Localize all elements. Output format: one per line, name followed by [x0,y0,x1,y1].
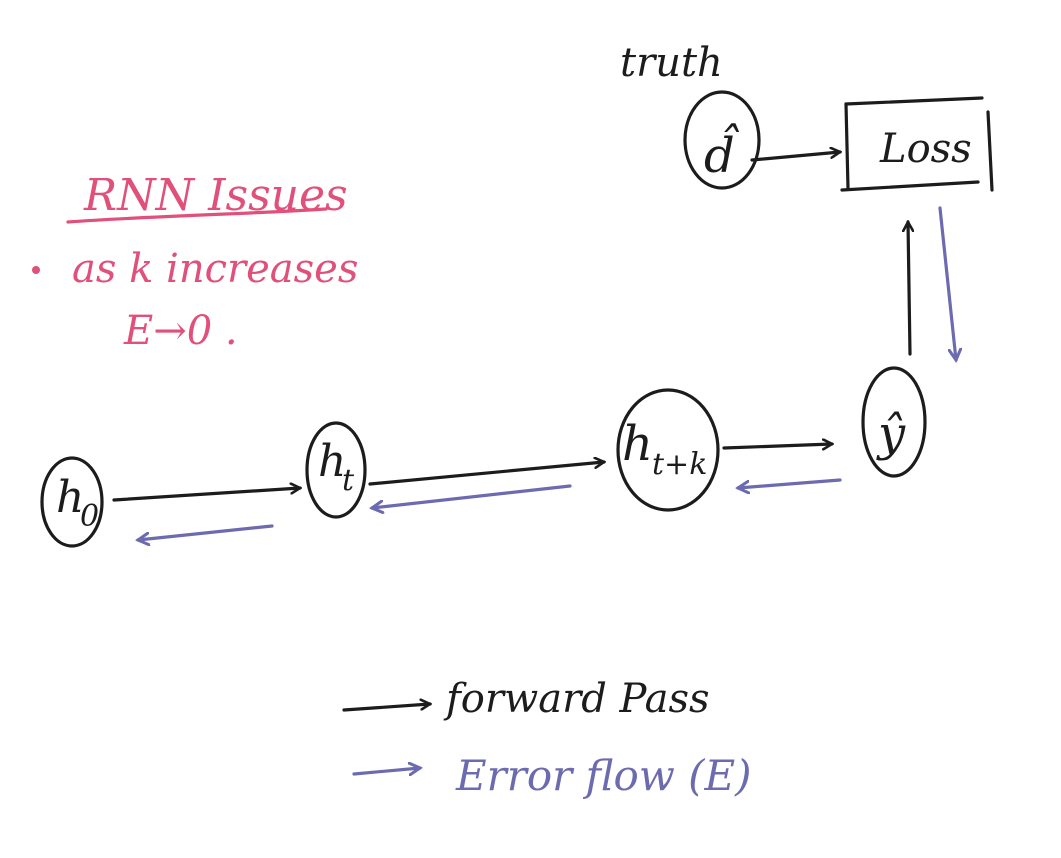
node-h-t-circle [305,421,367,519]
error-arrow-yhat-to-htk [738,478,842,488]
loss-box-top [844,96,984,106]
legend-error-label: Error flow (E) [455,751,752,800]
arrow-htk-to-yhat [722,444,832,448]
error-arrow-ht-to-h0 [138,524,274,540]
error-arrow-htk-to-ht [372,484,572,508]
node-d-hat-circle [683,90,761,190]
arrow-yhat-to-loss [908,222,910,356]
node-d-hat-label: d̂ [704,123,740,184]
node-h-0: h 0 [40,456,104,548]
loss-box-bottom [840,180,980,192]
rnn-issues-note: RNN Issues as k increases E→0 . [32,170,358,354]
note-bullet [32,266,40,274]
node-h-t-subscript: t [342,463,355,498]
arrow-d-to-loss [750,152,840,162]
note-title-underline [66,207,328,224]
legend-forward-label: forward Pass [443,676,710,722]
note-line-2: E→0 . [123,308,238,354]
arrow-h0-to-ht [112,488,300,502]
legend-error-arrow [352,768,420,774]
loss-box: Loss [840,96,994,192]
node-h-0-circle [40,456,104,548]
node-y-hat-circle [861,366,927,478]
arrow-ht-to-htk [368,462,604,486]
error-arrow-loss-to-yhat [938,206,956,360]
node-h-t-plus-k-subscript: t+k [652,447,707,482]
loss-label: Loss [879,126,972,172]
loss-box-left [844,102,850,190]
loss-box-right [986,110,994,192]
node-h-0-label: h [56,472,84,523]
node-h-t-plus-k-circle [616,388,720,512]
node-h-t-plus-k-label: h [622,416,653,472]
legend: forward Pass Error flow (E) [342,676,752,800]
node-d-hat: d̂ [683,90,761,190]
note-title: RNN Issues [83,170,348,221]
truth-label: truth [620,40,723,86]
node-h-t-label: h [318,436,346,487]
node-h-0-subscript: 0 [80,499,99,534]
node-h-t: h t [305,421,367,519]
legend-forward-arrow [342,704,430,712]
node-y-hat: ŷ [861,366,927,478]
note-line-1: as k increases [72,246,358,292]
node-y-hat-label: ŷ [876,406,906,462]
node-h-t-plus-k: h t+k [616,388,720,512]
